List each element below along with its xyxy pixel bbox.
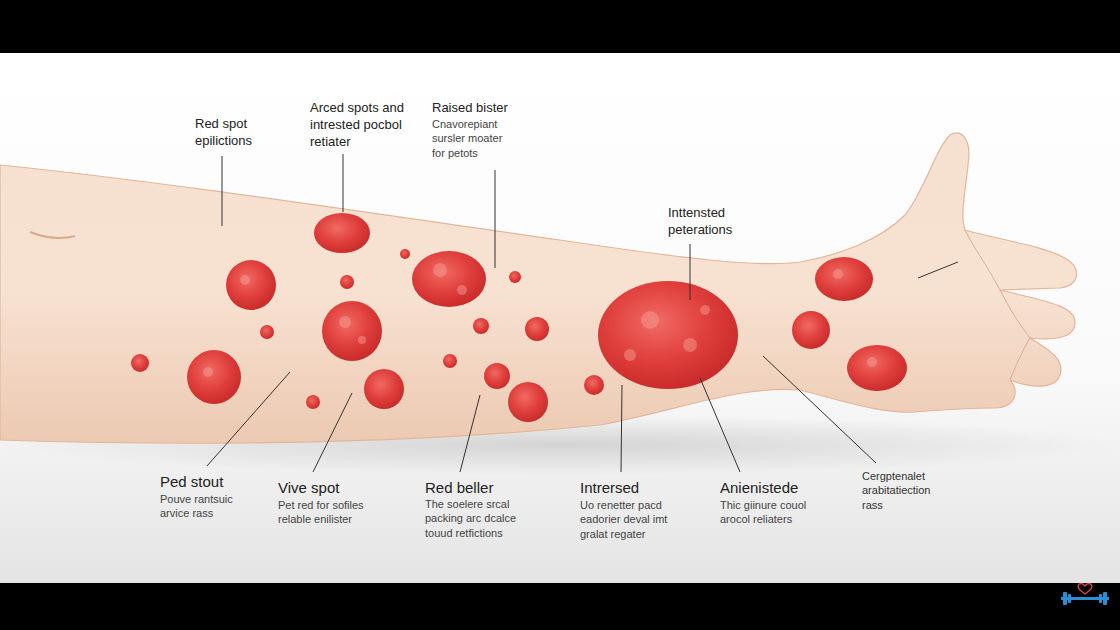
background: [0, 53, 1120, 583]
callout-heading: Intrersed: [580, 478, 700, 498]
callout-heading: Red beller: [425, 478, 545, 498]
callout-label: Cnavorepiant sursler moater for petots: [432, 117, 518, 160]
callout-label: Cergptenalet arabitatiection rass: [862, 469, 950, 512]
callout-label: Raised bister: [432, 100, 542, 117]
logo-icon: [1061, 584, 1109, 605]
callout-heading: Anienistede: [720, 478, 850, 498]
callout-label: Pet red for sofiles relable enilister: [278, 498, 378, 527]
elbow-crease: [30, 232, 75, 238]
leader-lines: [207, 154, 958, 472]
callout-label: Uo renetter pacd eadorier deval imt gral…: [580, 498, 672, 541]
callout-heading: Ped stout: [160, 472, 260, 492]
callout-label: Red spot epilictions: [195, 116, 269, 150]
finger-lines: [965, 230, 1030, 380]
spot-texture: [203, 263, 877, 377]
arm-outline: [0, 133, 1076, 443]
callout-heading: Vive spot: [278, 478, 388, 498]
callout-label: The soelere srcal packing arc dcalce tou…: [425, 497, 525, 540]
callout-label: Arced spots and intrested pocbol retiate…: [310, 100, 406, 151]
callout-label: Pouve rantsuic arvice rass: [160, 492, 242, 521]
callout-label: Inttensted peterations: [668, 205, 742, 239]
callout-label: Thic giinure couol arocol reliaters: [720, 498, 820, 527]
red-spots: [131, 213, 907, 422]
